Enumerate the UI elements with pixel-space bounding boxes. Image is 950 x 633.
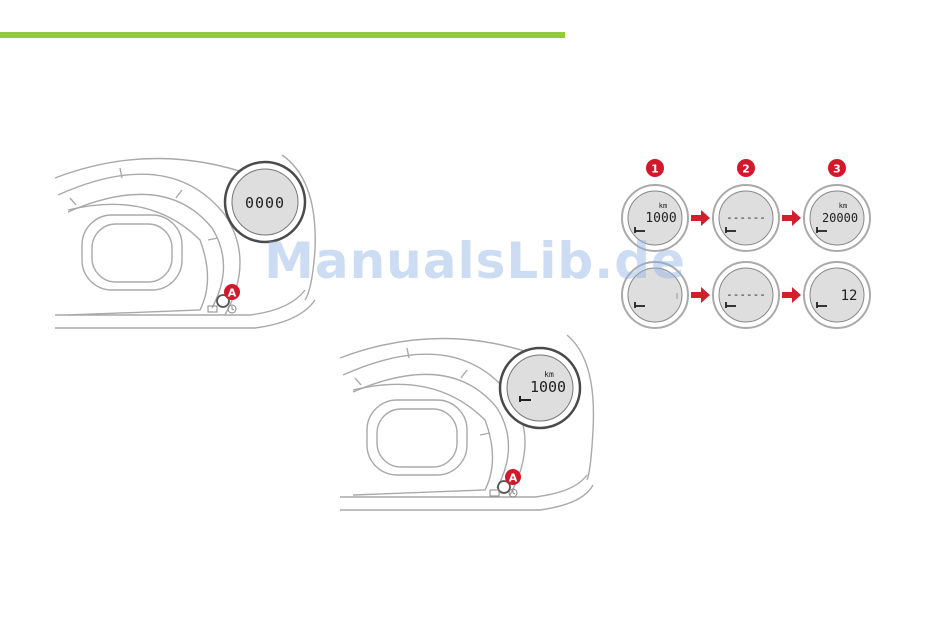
- display-r2-3: 12: [804, 262, 870, 328]
- marker-a-1: A: [224, 284, 240, 300]
- cluster-centre-window: [367, 400, 467, 475]
- figure-reset-sequence: 1 2 3 km 1000 ------ km 20000: [615, 155, 875, 335]
- odometer-pod: 0000: [225, 162, 305, 242]
- svg-text:------: ------: [726, 211, 766, 224]
- svg-text:20000: 20000: [822, 211, 858, 225]
- clock-reset-icon: [228, 305, 236, 313]
- display-r1-3: km 20000: [804, 185, 870, 251]
- figure-cluster-1: 0000 A: [50, 150, 330, 340]
- arrow-right-icon: [691, 210, 710, 226]
- svg-text:3: 3: [833, 163, 841, 176]
- svg-text:A: A: [509, 472, 518, 485]
- svg-text:1000: 1000: [645, 211, 676, 226]
- figure-cluster-2: km 1000 A: [335, 330, 600, 520]
- step-marker-3: 3: [828, 159, 846, 177]
- lamp-icon: [490, 490, 499, 496]
- display-r1-1: km 1000: [622, 185, 688, 251]
- clock-reset-icon: [509, 489, 517, 497]
- display-r2-1: [622, 262, 688, 328]
- svg-text:km: km: [839, 202, 847, 210]
- step-marker-1: 1: [646, 159, 664, 177]
- odometer-display: 1000: [530, 378, 566, 396]
- arrow-right-icon: [782, 287, 801, 303]
- svg-text:km: km: [659, 202, 667, 210]
- cluster-centre-window: [82, 215, 182, 290]
- marker-a-2: A: [505, 469, 521, 485]
- cluster-dial-inner-body: [68, 204, 208, 315]
- svg-text:A: A: [228, 287, 237, 300]
- svg-text:1: 1: [651, 163, 659, 176]
- arrow-right-icon: [691, 287, 710, 303]
- odometer-pod: km 1000: [500, 348, 580, 428]
- header-accent-rule: [0, 32, 565, 38]
- odometer-display: 0000: [245, 194, 285, 212]
- step-marker-2: 2: [737, 159, 755, 177]
- svg-text:12: 12: [841, 288, 858, 304]
- arrow-right-icon: [782, 210, 801, 226]
- display-r1-2: ------: [713, 185, 779, 251]
- svg-text:------: ------: [726, 288, 766, 301]
- cluster-centre-window-inner: [92, 224, 172, 282]
- display-r2-2: ------: [713, 262, 779, 328]
- svg-text:2: 2: [742, 163, 750, 176]
